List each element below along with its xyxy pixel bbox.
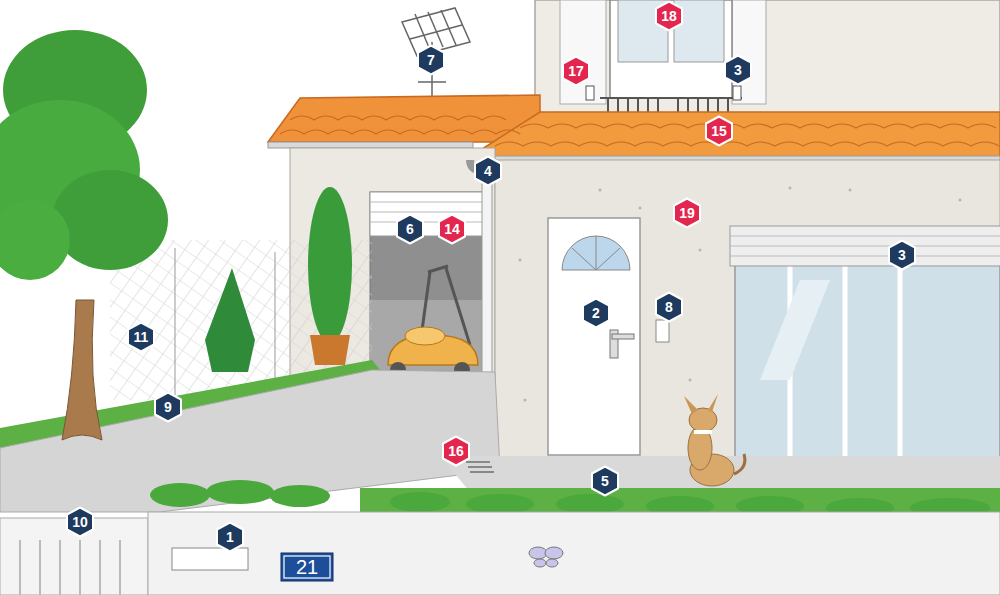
shutter-hook [586, 86, 594, 100]
callout-number: 11 [127, 322, 155, 352]
main-roof [468, 112, 1000, 158]
callout-text: 3 [888, 240, 916, 270]
callout-number: 14 [438, 214, 466, 244]
shutter [560, 0, 606, 104]
callout-number: 6 [396, 214, 424, 244]
hexagon-shape [439, 215, 465, 244]
fence-posts [175, 248, 275, 395]
fanlight-bars [572, 236, 620, 270]
front-wall-low [148, 512, 1000, 595]
glass-reflection [760, 280, 830, 380]
mailbox-slot [172, 548, 248, 570]
hexagon-shape [583, 299, 609, 328]
plate-background [281, 553, 333, 581]
lawnmower [388, 266, 478, 378]
callout-text: 18 [655, 1, 683, 31]
hexagon-shape [889, 241, 915, 270]
hexagon-shape [592, 467, 618, 496]
hexagon-shape [155, 393, 181, 422]
air-vent [466, 462, 494, 472]
potted-cypress [308, 187, 352, 365]
callout-text: 9 [154, 392, 182, 422]
callout-text: 17 [562, 56, 590, 86]
hexagon-shape [725, 56, 751, 85]
callout-text: 5 [591, 466, 619, 496]
callout-text: 7 [417, 45, 445, 75]
hexagon-shape [563, 57, 589, 86]
callout-number: 8 [655, 292, 683, 322]
hexagon-shape [418, 46, 444, 75]
callout-number: 3 [724, 55, 752, 85]
garage-floor [370, 300, 490, 382]
house-number: 21 [281, 553, 333, 581]
hexagon-shape [443, 437, 469, 466]
small-conifer [205, 268, 255, 372]
window-frame [610, 0, 732, 98]
tree [0, 30, 168, 440]
callout-text: 14 [438, 214, 466, 244]
hexagon-shape [706, 117, 732, 146]
butterfly [529, 547, 563, 567]
shutter-hook [733, 86, 741, 100]
callout-number: 19 [673, 198, 701, 228]
garage-roof [268, 95, 540, 142]
roller-shutter [730, 226, 1000, 266]
callout-number: 10 [66, 507, 94, 537]
callout-text: 4 [474, 156, 502, 186]
callout-number: 17 [562, 56, 590, 86]
door-fanlight [562, 236, 630, 270]
callout-number: 2 [582, 298, 610, 328]
callout-text: 3 [724, 55, 752, 85]
hexagon-shape [397, 215, 423, 244]
bay-window [735, 262, 1000, 470]
callout-text: 2 [582, 298, 610, 328]
callout-text: 19 [673, 198, 701, 228]
callout-number: 15 [705, 116, 733, 146]
tv-antenna [402, 8, 470, 98]
hexagon-shape [674, 199, 700, 228]
callout-number: 7 [417, 45, 445, 75]
callout-text: 8 [655, 292, 683, 322]
intercom [656, 320, 669, 342]
dog [684, 394, 745, 486]
callout-number: 18 [655, 1, 683, 31]
front-door [548, 218, 640, 455]
hexagon-shape [67, 508, 93, 537]
callout-text: 15 [705, 116, 733, 146]
hexagon-shape [128, 323, 154, 352]
callout-number: 4 [474, 156, 502, 186]
garage-opening [370, 192, 490, 382]
gate-bars [20, 540, 120, 595]
front-wall [495, 160, 1000, 470]
callout-text: 1 [216, 522, 244, 552]
gutter [268, 142, 473, 148]
callout-text: 11 [127, 322, 155, 352]
roller-shutter-slats [730, 236, 1000, 256]
callout-number: 9 [154, 392, 182, 422]
hexagon-shape [217, 523, 243, 552]
shutter [732, 0, 766, 104]
door-handle [610, 330, 634, 358]
callout-number: 16 [442, 436, 470, 466]
callout-number: 3 [888, 240, 916, 270]
house-number-plate: 21 [281, 553, 333, 581]
callout-text: 16 [442, 436, 470, 466]
callout-text: 10 [66, 507, 94, 537]
callout-number: 5 [591, 466, 619, 496]
garage-door-roll [370, 192, 490, 236]
callout-number: 1 [216, 522, 244, 552]
hexagon-shape [656, 293, 682, 322]
garage-door-slats [370, 202, 490, 222]
hexagon-shape [475, 157, 501, 186]
hexagon-shape [656, 2, 682, 31]
callout-text: 6 [396, 214, 424, 244]
